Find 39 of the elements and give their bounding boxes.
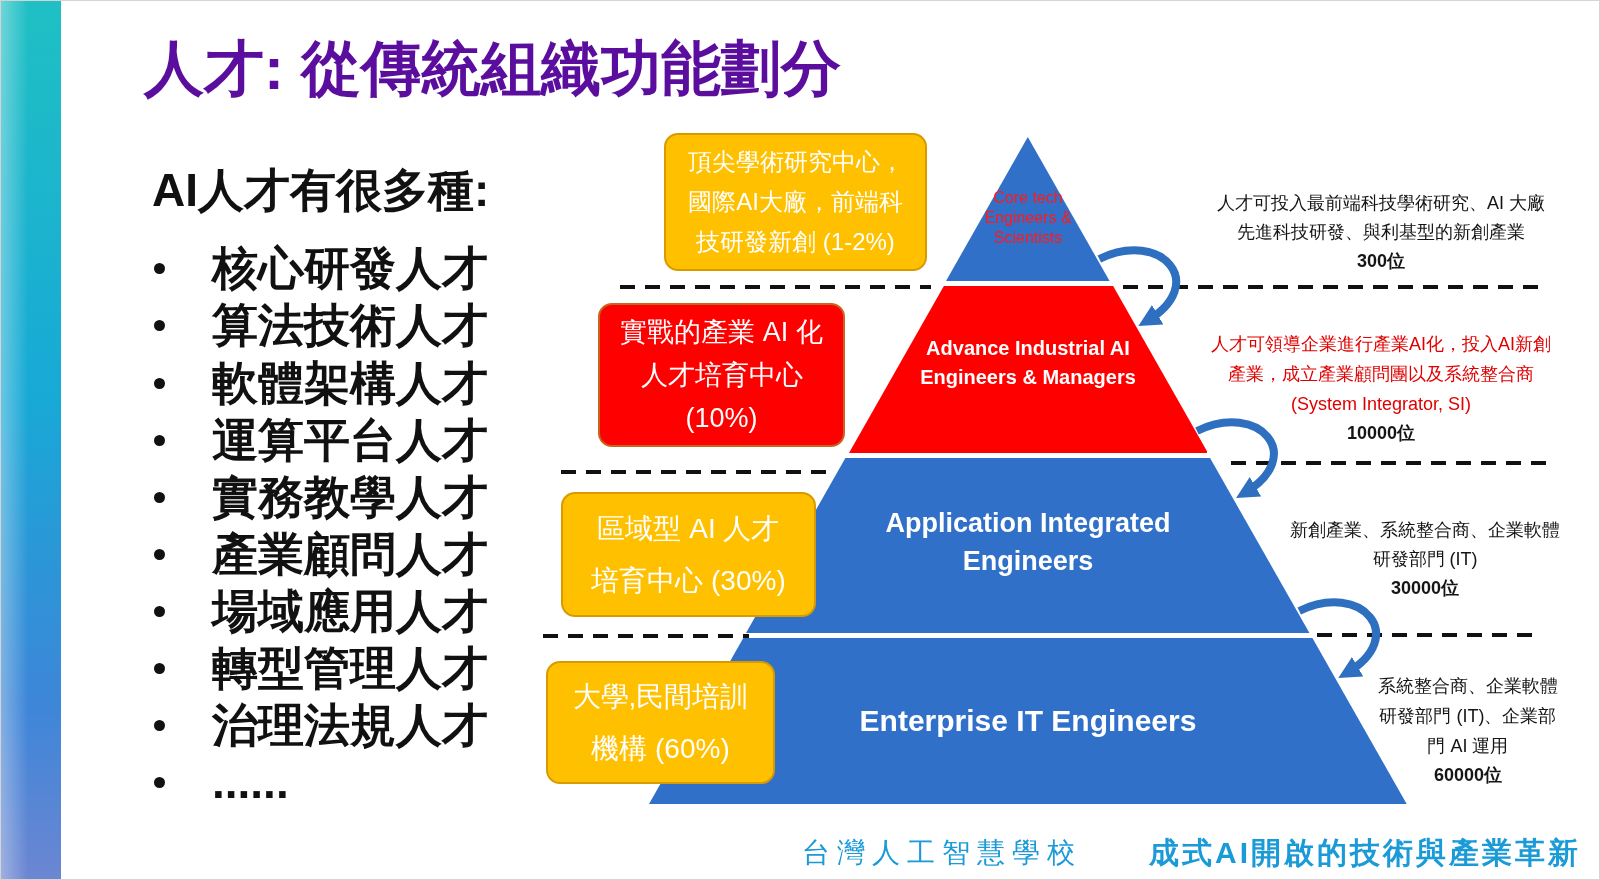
pyramid-tier [848,286,1208,453]
info-card [598,303,845,447]
tier-label: Application Integrated Engineers [884,507,1172,578]
page-title: 人才: 從傳統組織功能劃分 [144,34,841,104]
curved-arrow [1297,598,1380,679]
list-item: 核心研發人才 [212,241,488,295]
list-item: 產業顧問人才 [212,527,488,581]
list-item: 實務教學人才 [212,470,488,524]
list-item: 轉型管理人才 [212,641,488,695]
card-text: 大學,民間培訓機構 (60%) [571,679,750,766]
tier-description: 人才可投入最前端科技學術研究、AI 大廠先進科技研發、與利基型的新創產業 [1216,192,1546,244]
tier-label: Advance Industrial AI Engineers & Managers [919,336,1137,390]
footer-slogan: 成式AI開啟的技術與產業革新 [1149,835,1581,871]
info-card [664,133,927,271]
list-heading: AI人才有很多種: [152,163,490,217]
info-card [561,492,816,617]
tier-label: Core tech Engineers & Scientists [983,188,1073,248]
card-text: 頂尖學術研究中心，國際AI大廠，前端科技研發新創 (1-2%) [686,147,905,257]
info-card [546,661,775,784]
curved-arrow [1195,418,1278,499]
pyramid-tier [946,137,1110,281]
headcount-label: 10000位 [1346,422,1416,445]
card-text: 實戰的產業 AI 化人才培育中心(10%) [619,315,824,435]
curved-arrow [1097,246,1180,327]
tier-label: Enterprise IT Engineers [859,703,1197,739]
list-item: 算法技術人才 [212,298,488,352]
headcount-label: 300位 [1356,250,1405,273]
list-item: 軟體架構人才 [212,356,488,410]
tier-description: 系統整合商、企業軟體研發部門 (IT)、企業部門 AI 運用 [1377,675,1559,758]
card-text: 區域型 AI 人才培育中心 (30%) [590,511,787,598]
tier-description: 人才可領導企業進行產業AI化，投入AI新創產業，成立產業顧問團以及系統整合商(System Integrator, SI) [1210,333,1552,416]
school-name: 台灣人工智慧學校 [802,836,1082,870]
list-item: 場域應用人才 [212,584,488,638]
list-item: 治理法規人才 [212,698,488,752]
list-item: ...... [212,755,289,809]
list-item: 運算平台人才 [212,413,488,467]
headcount-label: 30000位 [1390,577,1460,600]
headcount-label: 60000位 [1433,764,1503,787]
tier-description: 新創產業、系統整合商、企業軟體研發部門 (IT) [1289,519,1561,571]
